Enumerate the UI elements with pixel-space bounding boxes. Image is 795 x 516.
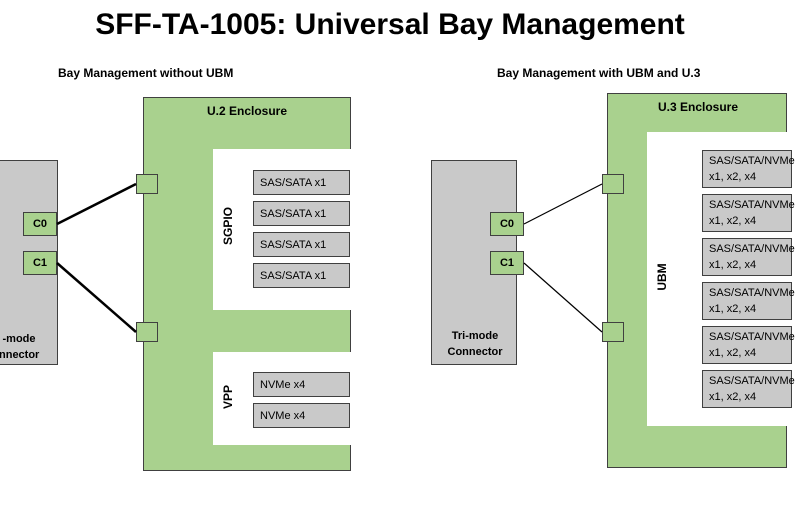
vpp-slot-1: NVMe x4 (253, 372, 350, 397)
left-connector-label: -mode nnector (0, 333, 40, 361)
left-line-c1 (56, 262, 137, 333)
ubm-slot-3: SAS/SATA/NVMe x1, x2, x4 (702, 238, 795, 276)
sgpio-slot-1: SAS/SATA x1 (253, 170, 350, 195)
u2-enclosure-port-top (136, 174, 158, 194)
ubm-slot-4: SAS/SATA/NVMe x1, x2, x4 (702, 282, 795, 320)
left-subtitle: Bay Management without UBM (58, 66, 234, 80)
u3-enclosure-label: U.3 Enclosure (657, 100, 739, 114)
right-subtitle: Bay Management with UBM and U.3 (497, 66, 701, 80)
u3-enclosure-port-top (602, 174, 624, 194)
vpp-slot-2: NVMe x4 (253, 403, 350, 428)
ubm-slot-2: SAS/SATA/NVMe x1, x2, x4 (702, 194, 795, 232)
sgpio-slot-3: SAS/SATA x1 (253, 232, 350, 257)
right-port-c1: C1 (490, 251, 524, 275)
right-connector-label: Tri-mode Connector (447, 330, 503, 358)
right-line-c0 (523, 183, 603, 225)
sgpio-slot-4: SAS/SATA x1 (253, 263, 350, 288)
right-line-c1 (523, 262, 603, 333)
sgpio-slot-2: SAS/SATA x1 (253, 201, 350, 226)
left-port-c0: C0 (23, 212, 57, 236)
u2-enclosure-port-bottom (136, 322, 158, 342)
ubm-slot-1: SAS/SATA/NVMe x1, x2, x4 (702, 150, 795, 188)
ubm-slot-6: SAS/SATA/NVMe x1, x2, x4 (702, 370, 795, 408)
u2-enclosure-label: U.2 Enclosure (206, 104, 288, 118)
diagram-title: SFF-TA-1005: Universal Bay Management (95, 8, 685, 41)
vpp-panel: VPP (213, 352, 353, 445)
u3-enclosure-port-bottom (602, 322, 624, 342)
right-port-c0: C0 (490, 212, 524, 236)
left-port-c1: C1 (23, 251, 57, 275)
ubm-slot-5: SAS/SATA/NVMe x1, x2, x4 (702, 326, 795, 364)
left-line-c0 (56, 182, 137, 226)
